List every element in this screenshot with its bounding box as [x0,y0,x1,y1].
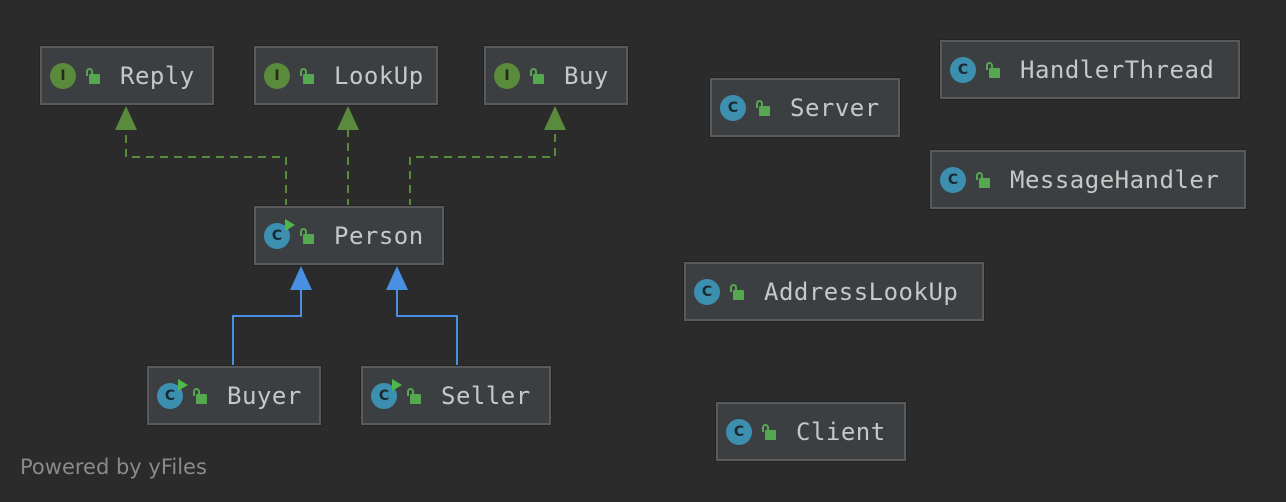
class-icon: C [694,278,720,305]
edge-person-reply [115,106,287,207]
node-label: Seller [441,381,531,410]
public-lock-icon [730,283,744,301]
node-label: Buy [564,61,609,90]
node-reply[interactable]: I Reply [40,46,214,105]
edge-person-buy [409,106,566,207]
node-messagehandler[interactable]: C MessageHandler [930,150,1246,209]
node-label: MessageHandler [1010,165,1220,194]
public-lock-icon [986,61,1000,79]
public-lock-icon [976,171,990,189]
interface-icon: I [264,62,290,89]
interface-icon: I [494,62,520,89]
node-buyer[interactable]: C Buyer [147,366,321,425]
class-icon: C [950,56,976,83]
node-label: HandlerThread [1020,55,1215,84]
node-label: Buyer [227,381,302,410]
public-lock-icon [300,227,314,245]
node-label: AddressLookUp [764,277,959,306]
abstract-marker-icon [285,218,295,231]
public-lock-icon [756,99,770,117]
public-lock-icon [300,67,314,85]
edge-person-reply-line [125,128,287,207]
class-icon: C [720,94,746,121]
node-label: LookUp [334,61,424,90]
badge-letter: C [164,387,176,404]
extends-arrowhead [386,266,408,290]
node-label: Reply [120,61,195,90]
node-person[interactable]: C Person [254,206,444,265]
interface-icon: I [50,62,76,89]
implements-arrowhead [115,106,137,130]
node-addresslookup[interactable]: C AddressLookUp [684,262,984,321]
public-lock-icon [193,387,207,405]
public-lock-icon [762,423,776,441]
class-icon: C [726,418,752,445]
edge-buyer-person [232,266,312,366]
node-handlerthread[interactable]: C HandlerThread [940,40,1240,99]
edge-person-buy-line [409,128,556,207]
abstract-marker-icon [178,378,188,391]
class-icon: C [940,166,966,193]
public-lock-icon [86,67,100,85]
badge-letter: C [378,387,390,404]
node-client[interactable]: C Client [716,402,906,461]
abstract-marker-icon [392,378,402,391]
edge-buyer-person-line [232,288,302,366]
public-lock-icon [530,67,544,85]
implements-arrowhead [337,106,359,130]
badge-letter: C [271,227,283,244]
abstract-class-icon: C [264,218,295,249]
node-label: Client [796,417,886,446]
edge-person-lookup [337,106,359,207]
edge-seller-person-line [396,288,458,366]
node-buy[interactable]: I Buy [484,46,628,105]
public-lock-icon [407,387,421,405]
node-label: Person [334,221,424,250]
powered-by-footer: Powered by yFiles [20,455,207,479]
edge-seller-person [386,266,458,366]
node-label: Server [790,93,880,122]
node-server[interactable]: C Server [710,78,900,137]
node-lookup[interactable]: I LookUp [254,46,438,105]
implements-arrowhead [544,106,566,130]
abstract-class-icon: C [371,378,402,409]
node-seller[interactable]: C Seller [361,366,551,425]
abstract-class-icon: C [157,378,188,409]
extends-arrowhead [290,266,312,290]
